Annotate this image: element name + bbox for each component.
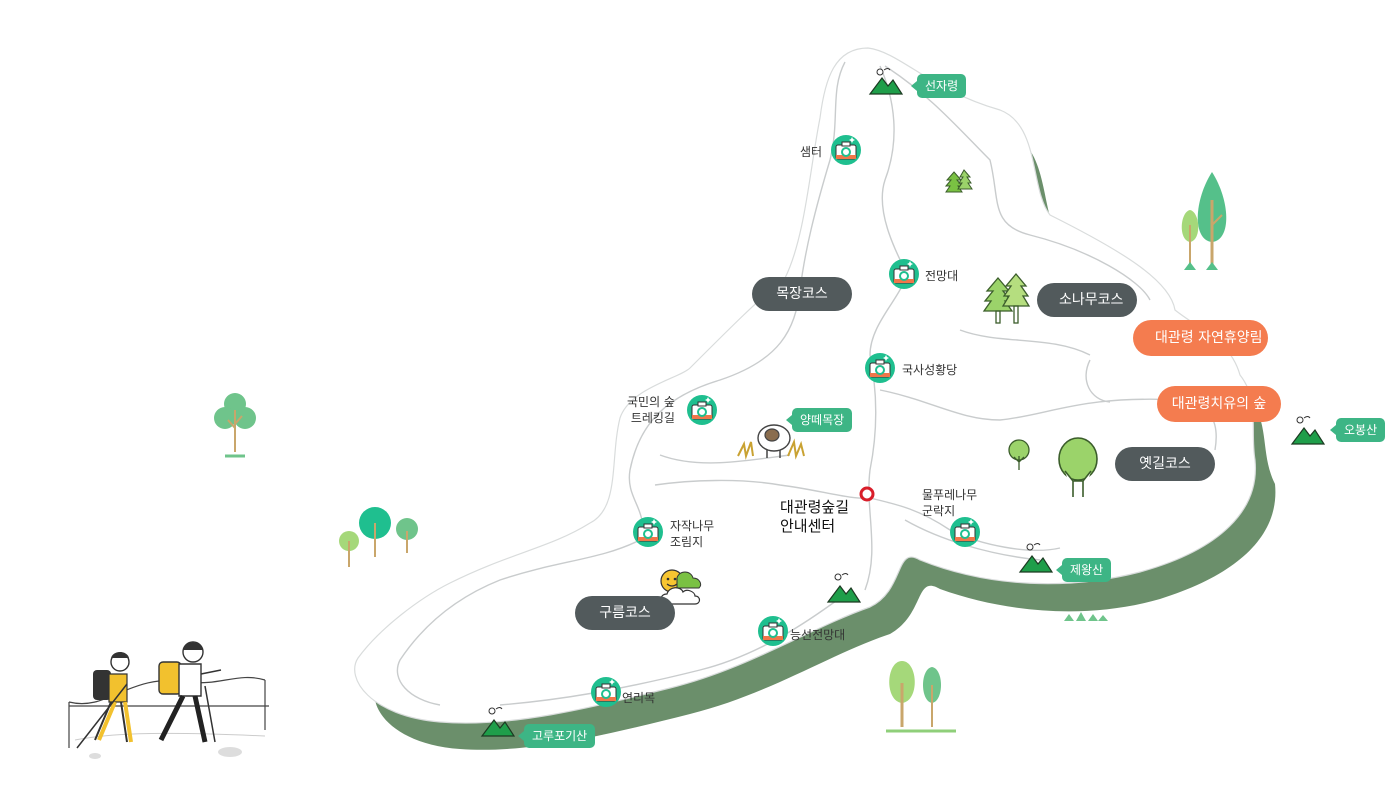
- spot-jajak-label-line1: 자작나무: [670, 519, 715, 533]
- mountain-icon: [1290, 416, 1326, 445]
- peak-gorupogisan[interactable]: 고루포기산: [517, 724, 596, 748]
- spot-mulpure-label-line1: 물푸레나무: [922, 488, 978, 502]
- spot-mulpure-label: 물푸레나무 군락지: [922, 487, 977, 519]
- course-sonamu[interactable]: 소나무코스: [1037, 283, 1137, 317]
- tree-icon: [214, 393, 256, 458]
- peak-obongsan[interactable]: 오봉산: [1329, 418, 1386, 442]
- spot-trekking-label: 국민의 숲 트레킹길: [627, 394, 675, 426]
- info-center-line1: 대관령숲길: [780, 498, 850, 516]
- mountain-icon: [1018, 543, 1054, 573]
- ranch-yangtte[interactable]: 양떼목장: [785, 408, 853, 432]
- camera-icon[interactable]: [590, 676, 622, 708]
- hikers-illustration: [68, 641, 269, 759]
- course-yetgil[interactable]: 옛길코스: [1115, 447, 1215, 481]
- spot-jajak-label-line2: 조림지: [670, 535, 704, 549]
- grass-icon: [1064, 612, 1108, 621]
- spot-guksaseonghwangdang-label: 국사성황당: [902, 363, 958, 377]
- peak-seonjaryeong[interactable]: 선자령: [910, 74, 967, 98]
- tree-icon: [982, 272, 1031, 324]
- camera-icon[interactable]: [888, 258, 920, 290]
- spot-saemteo-label: 샘터: [800, 145, 823, 159]
- facility-healing-forest[interactable]: 대관령치유의 숲: [1157, 386, 1281, 422]
- mountain-icon: [826, 573, 862, 603]
- info-center-line2: 안내센터: [780, 517, 836, 535]
- spot-mulpure-label-line2: 군락지: [922, 504, 956, 518]
- facility-forest-rest[interactable]: 대관령 자연휴양림: [1133, 320, 1268, 356]
- peak-jewangsan[interactable]: 제왕산: [1055, 558, 1112, 582]
- tree-icon: [1181, 172, 1227, 270]
- info-center-label[interactable]: 대관령숲길 안내센터: [780, 498, 849, 536]
- camera-icon[interactable]: [864, 352, 896, 384]
- course-mokjang[interactable]: 목장코스: [752, 277, 852, 311]
- camera-icon[interactable]: [757, 615, 789, 647]
- spot-trekking-label-line2: 트레킹길: [630, 411, 675, 425]
- spot-neungseon-label: 능선전망대: [790, 628, 846, 642]
- spot-trekking-label-line1: 국민의 숲: [627, 395, 675, 409]
- sun-cloud-icon: [660, 569, 702, 605]
- sheep-icon: [737, 424, 805, 460]
- tree-icon: [1008, 439, 1030, 470]
- map-land: [354, 47, 1256, 724]
- mountain-icon: [868, 68, 904, 95]
- camera-icon[interactable]: [830, 134, 862, 166]
- tree-icon: [339, 507, 418, 567]
- tree-icon: [1058, 437, 1098, 497]
- location-marker-icon[interactable]: [859, 486, 875, 502]
- tree-icon: [886, 661, 956, 733]
- course-gureum[interactable]: 구름코스: [575, 596, 675, 630]
- mountain-icon: [480, 707, 516, 737]
- camera-icon[interactable]: [632, 516, 664, 548]
- spot-jeonmangdae-label: 전망대: [925, 269, 959, 283]
- camera-icon[interactable]: [686, 394, 718, 426]
- tree-icon: [945, 169, 973, 193]
- spot-yeolrimok-label: 연리목: [622, 691, 656, 705]
- camera-icon[interactable]: [949, 516, 981, 548]
- spot-jajak-label: 자작나무 조림지: [670, 518, 714, 550]
